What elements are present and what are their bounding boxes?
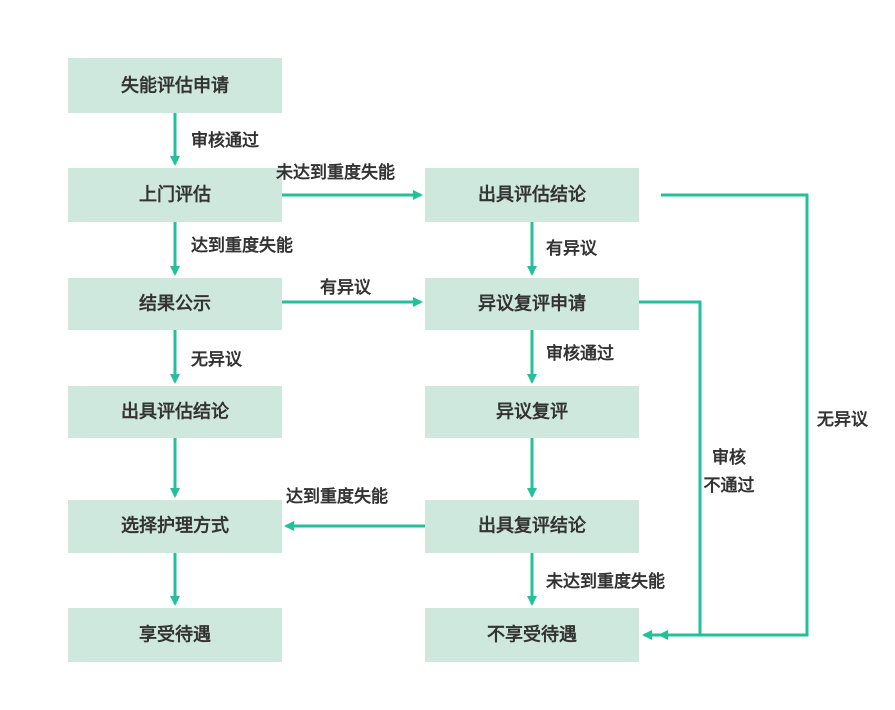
node-publicity-label: 结果公示 [139,293,211,315]
label-no-objection-2: 无异议 [816,410,869,430]
edges [170,113,809,640]
node-not-enjoy-label: 不享受待遇 [487,624,577,646]
node-reassess: 异议复评 [425,386,639,438]
edge-labels: 审核通过 未达到重度失能 达到重度失能 有异议 有异议 无异议 审核通过 达到重… [190,130,869,592]
label-review-fail-line1: 审核 [712,447,746,468]
node-objection-apply-label: 异议复评申请 [478,293,586,315]
label-has-objection-1: 有异议 [546,238,598,259]
node-reassess-label: 异议复评 [496,401,568,423]
node-conclusion-right-label: 出具评估结论 [478,184,587,206]
node-choose-care: 选择护理方式 [68,500,282,553]
label-reach-severe-2: 达到重度失能 [286,486,388,507]
node-objection-apply: 异议复评申请 [425,278,639,330]
node-conclusion-left: 出具评估结论 [68,386,282,438]
node-apply-label: 失能评估申请 [121,75,229,97]
node-conclusion-right: 出具评估结论 [425,168,639,222]
node-choose-care-label: 选择护理方式 [121,515,229,537]
node-reassess-conclusion-label: 出具复评结论 [478,515,587,537]
label-review-pass-2: 审核通过 [546,343,614,364]
node-apply: 失能评估申请 [68,58,282,113]
node-enjoy: 享受待遇 [68,608,282,662]
label-has-objection-2: 有异议 [320,277,372,298]
nodes: 失能评估申请 上门评估 结果公示 出具评估结论 选择护理方式 享受待遇 出具评估… [68,58,639,662]
node-reassess-conclusion: 出具复评结论 [425,500,639,553]
label-not-reach-severe-1: 未达到重度失能 [275,162,395,183]
node-enjoy-label: 享受待遇 [139,624,211,646]
label-reach-severe-1: 达到重度失能 [191,235,293,256]
node-onsite-assess: 上门评估 [68,168,282,222]
node-publicity: 结果公示 [68,278,282,330]
label-no-objection-1: 无异议 [190,350,243,370]
label-not-reach-severe-2: 未达到重度失能 [545,571,665,592]
label-review-pass-1: 审核通过 [191,130,259,151]
label-review-fail-line2: 不通过 [704,476,755,496]
node-conclusion-left-label: 出具评估结论 [121,401,230,423]
node-onsite-assess-label: 上门评估 [139,184,211,206]
node-not-enjoy: 不享受待遇 [425,608,639,662]
edge-conclusion-right-no-objection-to-not-enjoy [658,193,809,640]
